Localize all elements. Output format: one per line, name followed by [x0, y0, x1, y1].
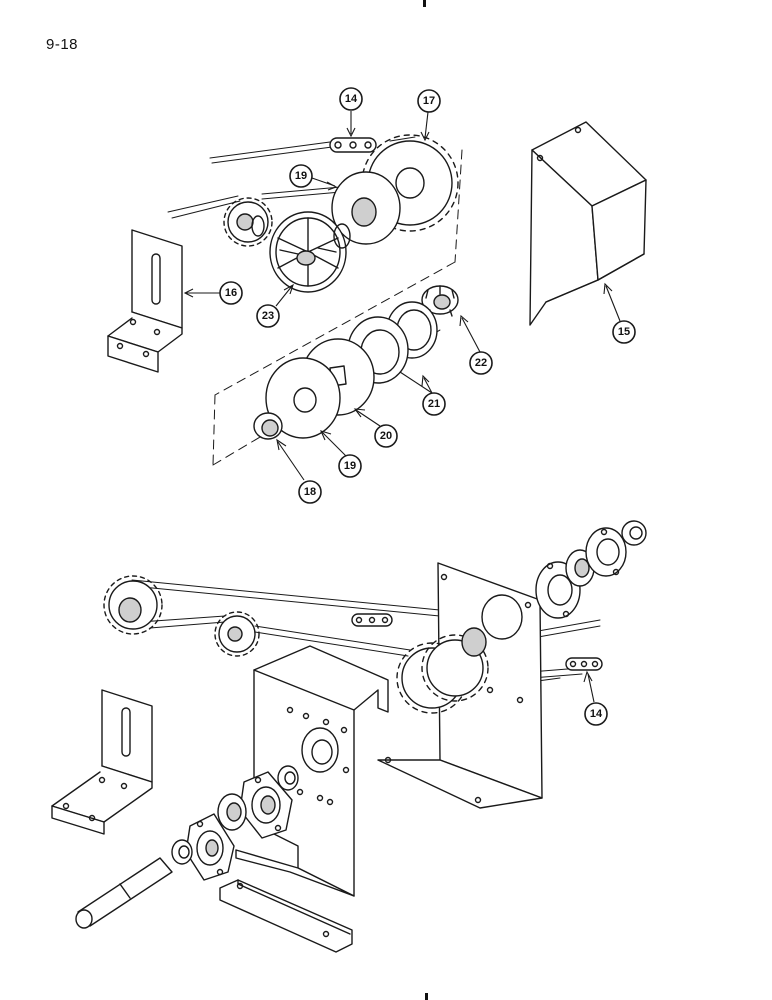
- callout-label: 17: [423, 95, 435, 107]
- collar-b: [277, 765, 299, 791]
- callout-label: 14: [590, 708, 603, 720]
- callout-label: 19: [344, 460, 356, 472]
- callout-17: 17: [417, 89, 441, 142]
- bearing-b: [217, 793, 247, 831]
- large-sprocket-left: [103, 575, 163, 635]
- callout-18: 18: [276, 438, 322, 504]
- callout-16: 16: [183, 281, 243, 305]
- mounting-plate-front: [235, 645, 389, 897]
- callout-label: 19: [295, 170, 307, 182]
- slotted-l-bracket-lower: [51, 689, 153, 835]
- spoked-hub: [269, 211, 351, 293]
- callout-label: 20: [380, 430, 392, 442]
- callout-label: 14: [345, 93, 358, 105]
- callout-label: 18: [304, 486, 316, 498]
- collar-c: [171, 839, 193, 865]
- collar-a: [621, 520, 647, 546]
- callout-label: 16: [225, 287, 237, 299]
- small-sprocket-lower: [214, 611, 260, 657]
- friction-disc-upper: [331, 171, 401, 245]
- bearing-flange-c: [239, 771, 293, 839]
- chain-connector-link-center: [351, 613, 393, 627]
- bearing-flange-d: [185, 813, 235, 881]
- bottom-strap-plate: [219, 879, 353, 953]
- upper-assembly: [107, 121, 647, 466]
- callout-label: 23: [262, 310, 274, 322]
- chain-connector-link-upper: [329, 137, 377, 153]
- callout-19-upper: 19: [289, 164, 338, 191]
- callout-20: 20: [353, 408, 398, 448]
- slotted-l-bracket-upper: [107, 229, 183, 373]
- friction-disc-lower: [265, 357, 341, 439]
- crop-mark-top: [423, 0, 426, 7]
- bushing: [253, 412, 283, 440]
- double-sprocket-right: [396, 627, 489, 714]
- callout-14-lower: 14: [583, 670, 608, 726]
- callout-label: 22: [475, 357, 487, 369]
- small-sprocket-upper: [223, 197, 273, 247]
- crop-mark-bottom: [425, 993, 428, 1000]
- chain-upper: [167, 136, 416, 219]
- callout-label: 15: [618, 326, 630, 338]
- callout-23: 23: [256, 283, 294, 328]
- chain-shield: [529, 121, 647, 326]
- callout-label: 21: [428, 398, 440, 410]
- callout-14-upper: 14: [339, 87, 363, 138]
- mounting-plate-rear: [377, 562, 543, 809]
- drive-shaft: [75, 857, 173, 929]
- lower-assembly: [51, 520, 647, 953]
- castle-nut: [421, 285, 459, 317]
- callout-15: 15: [603, 282, 636, 344]
- chain-connector-link-right: [565, 657, 603, 671]
- callout-21: 21: [399, 371, 446, 416]
- bearing-flange-b: [585, 527, 627, 577]
- callout-22: 22: [459, 314, 493, 375]
- page-number: 9-18: [46, 36, 79, 53]
- exploded-view-frame: [212, 149, 463, 466]
- callout-19-lower: 19: [320, 430, 362, 478]
